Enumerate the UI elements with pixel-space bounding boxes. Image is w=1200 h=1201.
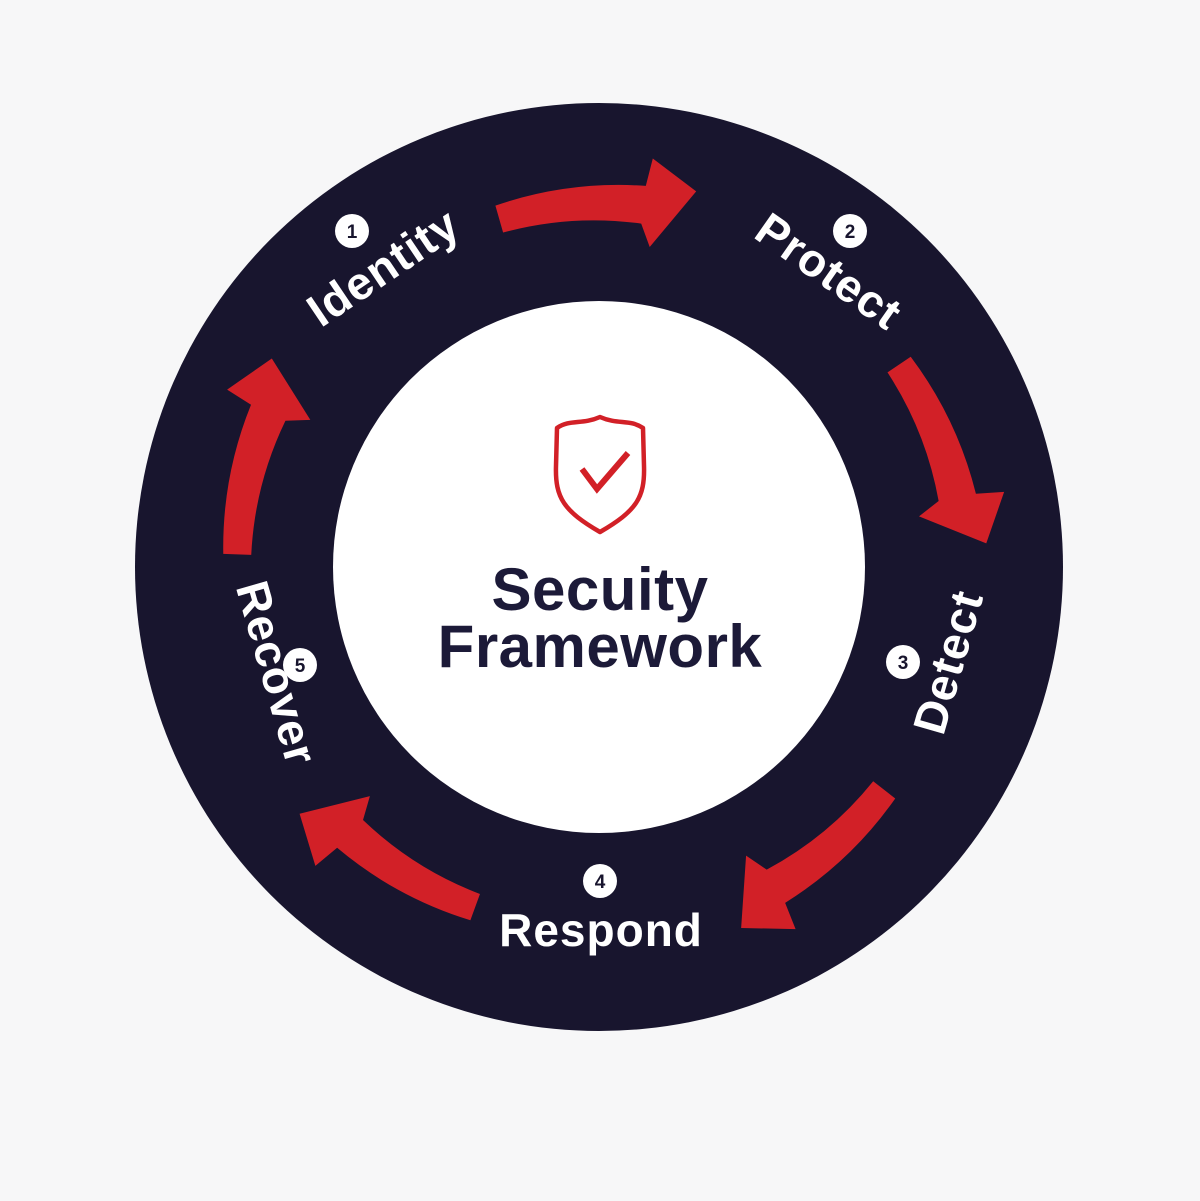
checkmark — [579, 451, 631, 494]
title-line-1: Secuity — [492, 556, 709, 623]
step-number-badge-1: 1 — [335, 214, 369, 248]
cycle-arrows — [223, 158, 1005, 930]
cycle-arrow-recover-to-identity — [223, 358, 311, 555]
shield-check-icon — [553, 414, 647, 535]
step-number-badge-4: 4 — [583, 864, 617, 898]
inner-circle — [333, 301, 865, 833]
badge-number: 4 — [595, 872, 606, 893]
badge-number: 3 — [898, 653, 909, 674]
cycle-arrow-protect-to-detect — [887, 356, 1005, 544]
title-line-2: Framework — [438, 613, 763, 680]
cycle-arrow-respond-to-recover — [299, 796, 480, 921]
badge-circle — [886, 645, 920, 679]
badge-number: 2 — [845, 222, 856, 243]
badge-number: 1 — [347, 222, 358, 243]
badge-circle — [335, 214, 369, 248]
step-number-badge-2: 2 — [833, 214, 867, 248]
badge-circle — [833, 214, 867, 248]
cycle-arrow-identity-to-protect — [495, 158, 697, 247]
diagram-title: Secuity Framework — [438, 556, 763, 680]
step-label-respond: Respond — [499, 904, 703, 956]
cycle-arrow-detect-to-respond — [741, 781, 896, 930]
badge-number: 5 — [295, 656, 306, 677]
step-number-badge-3: 3 — [886, 645, 920, 679]
step-number-badge-5: 5 — [283, 648, 317, 682]
badge-circle — [583, 864, 617, 898]
step-badges: 1 2 3 4 5 — [283, 214, 920, 898]
badge-circle — [283, 648, 317, 682]
shield-outline — [553, 414, 647, 535]
